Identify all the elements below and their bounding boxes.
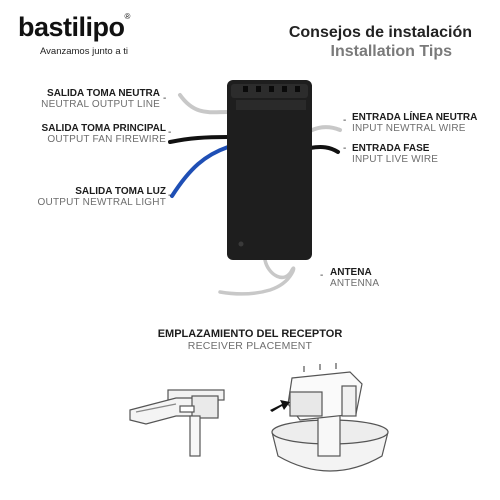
label-antenna: ANTENA ANTENNA	[330, 267, 380, 289]
brand-logo: bastilipo®	[18, 12, 130, 43]
placement-title: EMPLAZAMIENTO DEL RECEPTOR RECEIVER PLAC…	[157, 328, 343, 352]
light-output-wire	[170, 145, 230, 198]
label-phase-input: ENTRADA FASE INPUT LIVE WIRE	[352, 143, 439, 165]
antenna-wire	[218, 258, 296, 296]
phase-input-wire	[308, 145, 340, 154]
page-title-es: Consejos de instalación	[288, 24, 472, 41]
brand-name: bastilipo	[18, 12, 125, 42]
label-light-output: SALIDA TOMA LUZ OUTPUT NEWTRAL LIGHT	[37, 186, 166, 208]
main-output-wire	[168, 135, 230, 144]
label-neutral-output: SALIDA TOMA NEUTRA NEUTRAL OUTPUT LINE	[41, 88, 160, 110]
canopy-drawing	[271, 363, 389, 472]
neutral-output-wire	[178, 93, 230, 115]
placement-arrow	[270, 400, 290, 412]
neutral-input-wire	[308, 125, 342, 133]
receiver-module	[227, 80, 312, 260]
label-neutral-input: ENTRADA LÍNEA NEUTRA INPUT NEWTRAL WIRE	[352, 112, 478, 134]
page-title-en: Installation Tips	[330, 43, 453, 60]
brand-slogan: Avanzamos junto a ti	[40, 46, 129, 57]
side-view-bracket	[129, 389, 225, 457]
label-main-output: SALIDA TOMA PRINCIPAL OUTPUT FAN FIREWIR…	[41, 123, 166, 145]
registered-mark: ®	[124, 12, 131, 21]
